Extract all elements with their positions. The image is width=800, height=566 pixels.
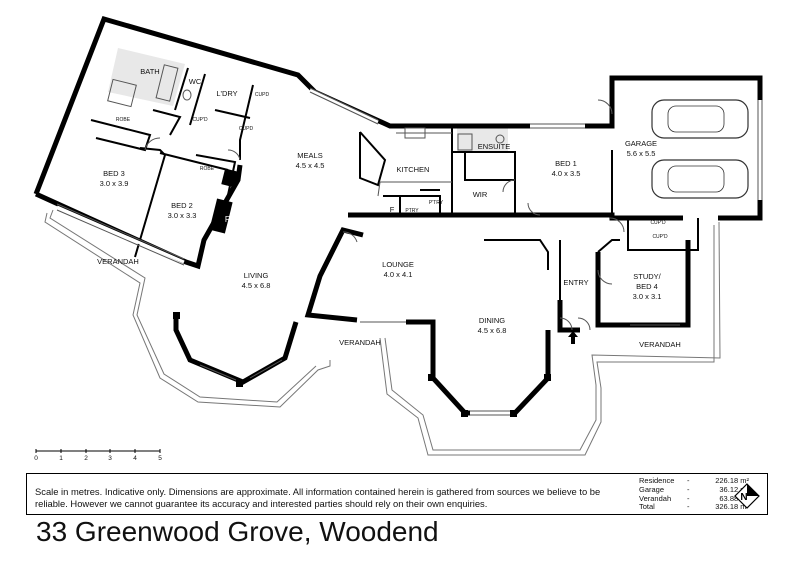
pantry2-label: P'TRY	[429, 200, 444, 206]
wet-area-tiles	[108, 48, 508, 152]
cupd-label-laundry-2: CUPD	[255, 92, 270, 98]
room-lounge-size: 4.0 x 4.1	[384, 270, 413, 279]
disclaimer-text: Scale in metres. Indicative only. Dimens…	[35, 486, 601, 509]
room-meals-size: 4.5 x 4.5	[296, 161, 325, 170]
area-table: Residence - 226.18 m² Garage - 36.12 m² …	[639, 476, 749, 512]
room-bed3-name: BED 3	[103, 169, 125, 178]
room-bed3-size: 3.0 x 3.9	[100, 179, 129, 188]
area-name: Total	[639, 502, 655, 512]
cupd-label-garage: CUP'D	[650, 220, 666, 226]
room-garage-name: GARAGE	[625, 139, 657, 148]
area-value: 226.18 m²	[715, 476, 749, 485]
room-dining-size: 4.5 x 6.8	[478, 326, 507, 335]
area-dash: -	[687, 502, 690, 512]
scale-tick-1: 1	[59, 455, 63, 462]
room-ensuite-name: ENSUITE	[478, 142, 511, 151]
pantry-label: PTRY	[405, 208, 419, 214]
scale-tick-4: 4	[133, 455, 137, 462]
room-bed1-name: BED 1	[555, 159, 577, 168]
room-garage-size: 5.6 x 5.5	[627, 149, 656, 158]
area-row: Verandah - 63.88 m²	[639, 493, 749, 504]
area-name: Garage	[639, 484, 665, 494]
cupd-label-study: CUP'D	[652, 234, 668, 240]
room-wc-name: WC	[189, 77, 202, 86]
area-name: Residence	[639, 476, 675, 485]
fixture-labels: ROBE ROBE CUP'D CUPD CUPD CUP'D CUP'D F …	[116, 92, 668, 240]
area-row: Garage - 36.12 m²	[639, 484, 749, 495]
verandah-outlines	[44, 209, 721, 456]
verandah-label-west: VERANDAH	[97, 257, 139, 266]
robe-label-bed2: ROBE	[200, 166, 215, 172]
area-name: Verandah	[639, 493, 672, 503]
area-value: 63.88 m²	[719, 493, 749, 503]
scale-tick-5: 5	[158, 455, 162, 462]
door-swings	[144, 99, 625, 331]
room-kitchen-name: KITCHEN	[397, 165, 430, 174]
verandah-label-east: VERANDAH	[639, 340, 681, 349]
room-living-size: 4.5 x 6.8	[242, 281, 271, 290]
car-icons	[651, 99, 749, 199]
area-value: 36.12 m²	[719, 484, 749, 494]
scale-tick-2: 2	[84, 455, 88, 462]
info-panel: Scale in metres. Indicative only. Dimens…	[26, 473, 768, 515]
room-dining-name: DINING	[479, 316, 505, 325]
north-arrow-icon: N	[734, 483, 760, 509]
area-dash: -	[687, 493, 690, 503]
room-laundry-name: L'DRY	[216, 89, 237, 98]
cupd-label-laundry-3: CUPD	[239, 126, 254, 132]
cupd-label-laundry-1: CUP'D	[192, 117, 208, 123]
fridge-label: F	[390, 205, 395, 214]
windows	[56, 87, 763, 416]
property-address: 33 Greenwood Grove, Woodend	[36, 516, 439, 547]
room-entry-name: ENTRY	[563, 278, 588, 287]
fireplace-block	[173, 168, 551, 417]
room-lounge-name: LOUNGE	[382, 260, 414, 269]
room-study-line2: BED 4	[636, 282, 658, 291]
bathroom-fixtures	[107, 64, 505, 151]
verandah-label-south: VERANDAH	[339, 338, 381, 347]
room-living-name: LIVING	[244, 271, 269, 280]
area-row: Total - 326.18 m²	[639, 503, 749, 512]
area-value: 326.18 m²	[715, 502, 749, 512]
scale-tick-3: 3	[108, 455, 112, 462]
interior-walls	[90, 67, 699, 300]
north-label: N	[740, 492, 747, 503]
room-bed2-name: BED 2	[171, 201, 193, 210]
area-dash: -	[687, 484, 690, 494]
room-study-size: 3.0 x 3.1	[633, 292, 662, 301]
room-bed1-size: 4.0 x 3.5	[552, 169, 581, 178]
scale-bar: 0 1 2 3 4 5	[34, 449, 162, 462]
room-meals-name: MEALS	[297, 151, 322, 160]
scale-tick-0: 0	[34, 455, 38, 462]
room-labels: BATH WC L'DRY BED 3 3.0 x 3.9 BED 2 3.0 …	[100, 67, 662, 335]
robe-label-bed3: ROBE	[116, 117, 131, 123]
verandah-labels: VERANDAH VERANDAH VERANDAH	[97, 257, 681, 349]
area-dash: -	[687, 476, 690, 485]
fireplace-label: FP	[225, 215, 235, 224]
entry-arrow-icon	[568, 331, 578, 344]
area-row: Residence - 226.18 m²	[639, 476, 749, 486]
room-wir-name: WIR	[473, 190, 488, 199]
room-bath-name: BATH	[140, 67, 159, 76]
room-study-line1: STUDY/	[633, 272, 661, 281]
room-bed2-size: 3.0 x 3.3	[168, 211, 197, 220]
